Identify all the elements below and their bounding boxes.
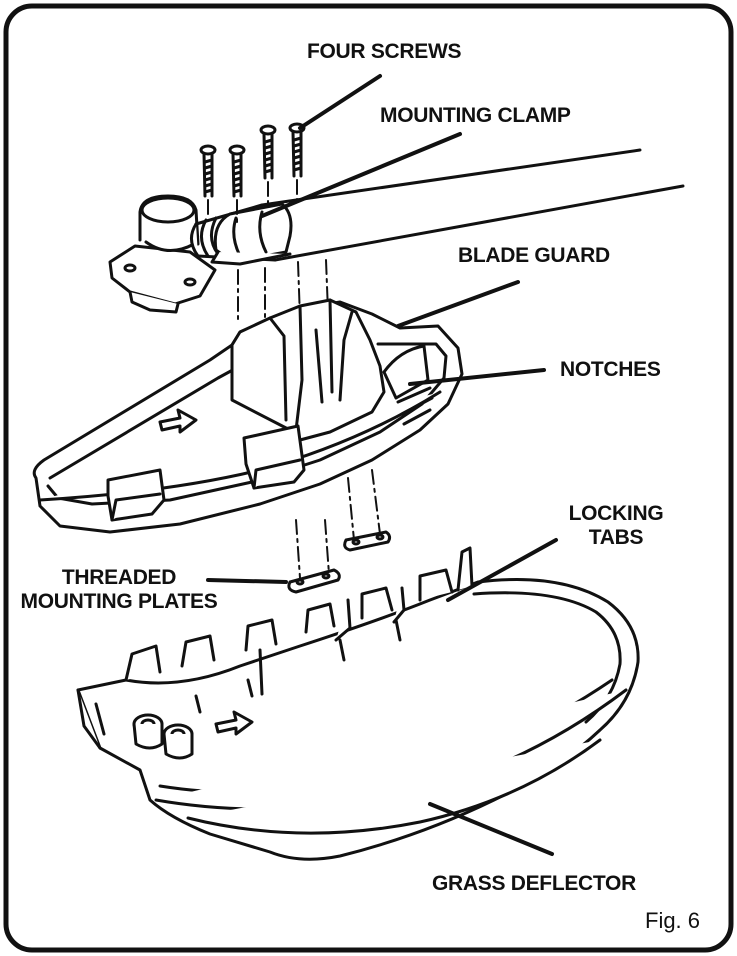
screw-1 bbox=[199, 144, 217, 198]
alignment-lines bbox=[207, 179, 381, 579]
label-threaded-mounting-plates: THREADED MOUNTING PLATES bbox=[14, 566, 224, 614]
plate-left bbox=[287, 568, 341, 594]
leader-threaded-plates bbox=[206, 578, 288, 584]
label-four-screws: FOUR SCREWS bbox=[307, 40, 462, 63]
label-locking-tabs: LOCKING TABS bbox=[556, 502, 676, 550]
figure-number: Fig. 6 bbox=[645, 908, 701, 933]
plate-right bbox=[343, 530, 392, 552]
grass-deflector bbox=[76, 546, 640, 861]
leader-four-screws bbox=[298, 74, 382, 130]
screw-2 bbox=[228, 144, 246, 198]
leader-notches bbox=[408, 368, 546, 386]
threaded-mounting-plates bbox=[287, 530, 392, 594]
screw-3 bbox=[259, 124, 277, 180]
leader-blade-guard bbox=[396, 280, 520, 328]
shaft bbox=[260, 148, 685, 262]
label-grass-deflector: GRASS DEFLECTOR bbox=[432, 872, 636, 895]
gear-head bbox=[108, 194, 277, 314]
leader-grass-deflector bbox=[428, 802, 554, 856]
label-threaded-line1: THREADED bbox=[61, 566, 177, 589]
label-locking-tabs-line2: TABS bbox=[588, 526, 644, 550]
blade-guard bbox=[32, 298, 464, 534]
leader-lines bbox=[206, 74, 558, 856]
label-threaded-line2: MOUNTING PLATES bbox=[20, 590, 218, 614]
label-locking-tabs-line1: LOCKING bbox=[568, 502, 664, 525]
label-mounting-clamp: MOUNTING CLAMP bbox=[380, 104, 571, 127]
label-blade-guard: BLADE GUARD bbox=[458, 244, 610, 267]
leader-mounting-clamp bbox=[260, 132, 462, 218]
label-notches: NOTCHES bbox=[560, 358, 661, 381]
four-screws bbox=[199, 122, 306, 198]
leader-locking-tabs bbox=[446, 538, 558, 602]
mounting-clamp bbox=[210, 202, 293, 266]
